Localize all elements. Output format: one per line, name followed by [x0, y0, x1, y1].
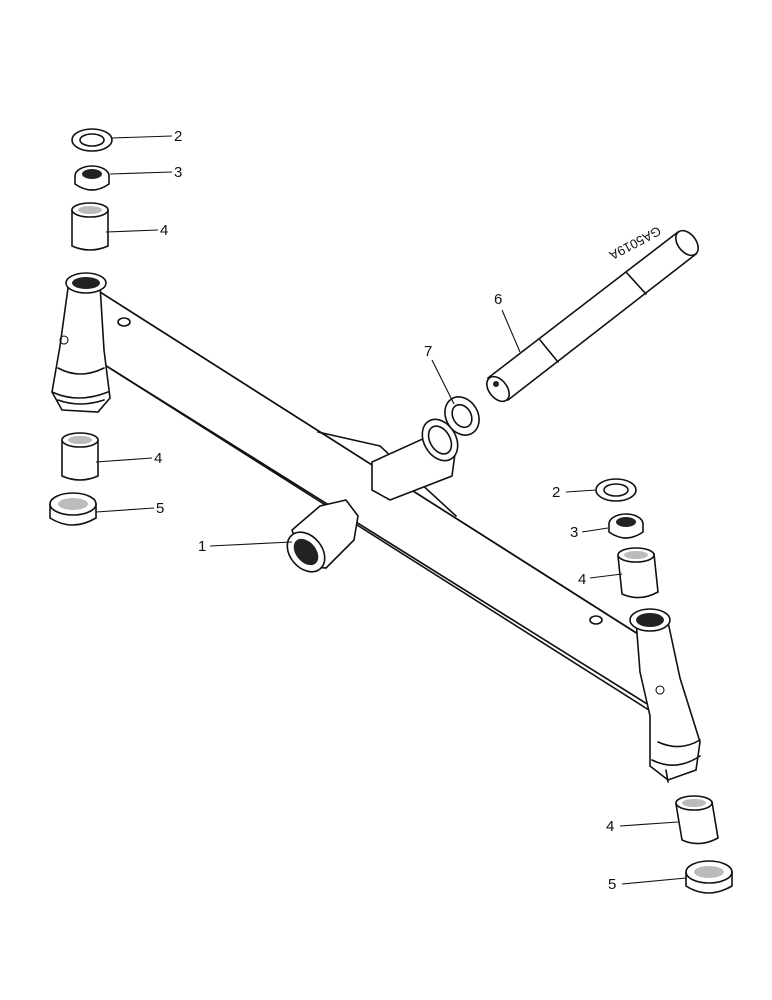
callout-bearing-left: 5: [156, 500, 164, 517]
callout-pin: 6: [494, 291, 502, 308]
bush-bottom-left: [61, 432, 99, 481]
callout-bush-bottom-right: 4: [606, 818, 614, 835]
callout-labels: 2 3 4 4 5 1 6 7 2 3 4 4 5: [154, 128, 616, 893]
bush-top-right: [617, 547, 659, 599]
callout-bush-top-left: 4: [160, 222, 168, 239]
bearing-left: [49, 492, 97, 526]
bush-bottom-right: [675, 795, 719, 845]
callout-bush-bottom-left: 4: [154, 450, 162, 467]
bush-top-left: [71, 202, 109, 251]
bearing-right: [685, 860, 733, 894]
callout-beam: 1: [198, 538, 206, 555]
callout-bearing-right: 5: [608, 876, 616, 893]
leader-lines: [95, 135, 687, 885]
pivot-pin: [486, 229, 699, 403]
seal-top-left: [74, 165, 110, 191]
callout-seal-top-left: 3: [174, 164, 182, 181]
ring-top-left: [71, 128, 113, 152]
axle-beam: [51, 272, 701, 783]
callout-seal-right: 3: [570, 524, 578, 541]
thrust-washer: [444, 396, 480, 436]
callout-ring-top-left: 2: [174, 128, 182, 145]
callout-ring-right: 2: [552, 484, 560, 501]
callout-bush-top-right: 4: [578, 571, 586, 588]
ring-right: [595, 478, 637, 502]
callout-washer: 7: [424, 343, 432, 360]
seal-right: [608, 513, 644, 539]
